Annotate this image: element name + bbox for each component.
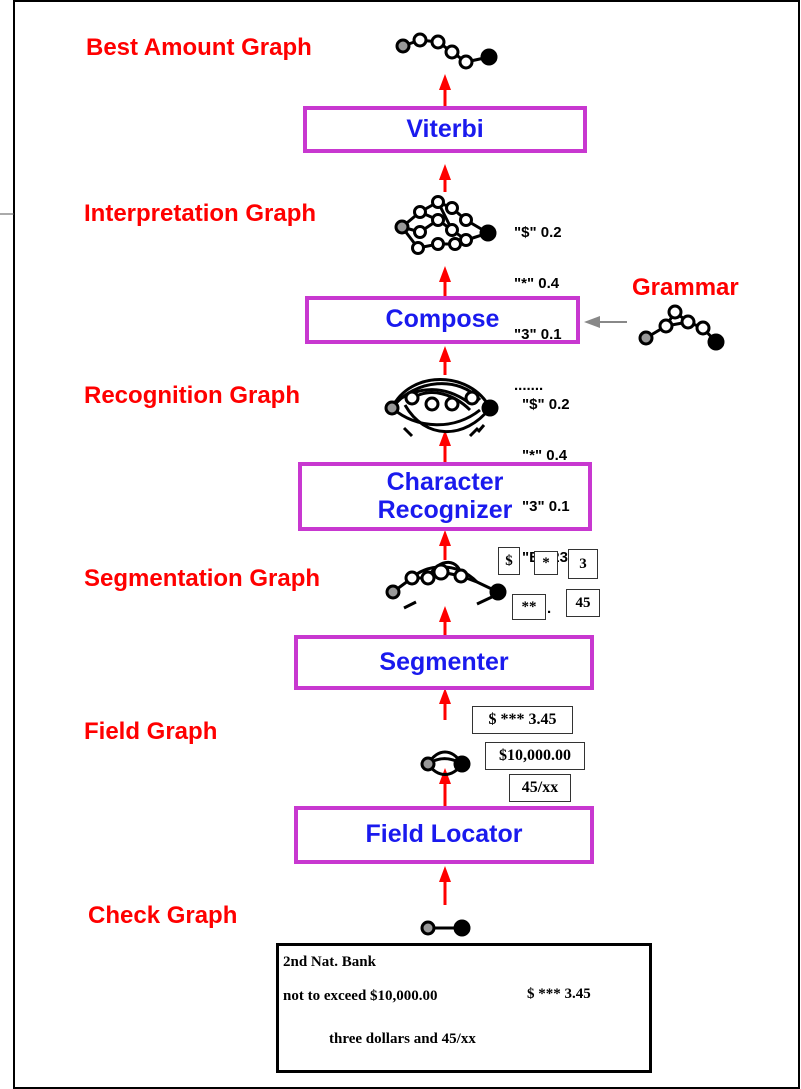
viterbi-module-label: Viterbi xyxy=(406,114,484,143)
segment-image: 3 xyxy=(568,549,598,579)
field-locator-module-label: Field Locator xyxy=(365,820,523,849)
label-check-graph: Check Graph xyxy=(88,902,238,929)
viterbi-module: Viterbi xyxy=(303,106,587,153)
segmenter-module: Segmenter xyxy=(294,635,594,690)
check-graph-icon xyxy=(420,919,471,937)
recognition-score-item: "*" 0.4 xyxy=(522,447,568,464)
grammar-graph-icon xyxy=(638,304,725,351)
interpretation-score-item: "*" 0.4 xyxy=(514,275,560,292)
field-image: $10,000.00 xyxy=(485,742,585,770)
interpretation-graph-icon xyxy=(394,195,497,255)
label-interpretation-graph: Interpretation Graph xyxy=(84,200,317,227)
recognition-graph-icon xyxy=(384,378,499,438)
label-grammar: Grammar xyxy=(632,274,739,301)
check-amount: $ *** 3.45 xyxy=(527,986,591,1002)
check-written-amount: three dollars and 45/xx xyxy=(329,1031,476,1047)
interpretation-score-item: ....... xyxy=(514,377,544,394)
label-recognition-graph: Recognition Graph xyxy=(84,382,300,409)
field-graph-icon xyxy=(420,750,471,776)
label-best-amount-graph: Best Amount Graph xyxy=(86,34,312,61)
interpretation-score-item: "$" 0.2 xyxy=(514,224,562,241)
segment-image: 45 xyxy=(566,589,600,617)
compose-module: Compose xyxy=(305,296,580,344)
character-recognizer-label-line1: Character xyxy=(386,468,504,496)
segmenter-module-label: Segmenter xyxy=(379,647,509,676)
character-recognizer-module: Character Recognizer xyxy=(298,462,592,531)
label-field-graph: Field Graph xyxy=(84,718,218,745)
interpretation-scores: "$" 0.2 "*" 0.4 "3" 0.1 ....... xyxy=(514,190,562,411)
recognition-score-item: "$" 0.2 xyxy=(522,396,570,413)
field-image: 45/xx xyxy=(509,774,571,802)
check-bank-name: 2nd Nat. Bank xyxy=(283,954,376,970)
segment-image: ** xyxy=(512,594,546,620)
best-amount-graph-icon xyxy=(395,32,498,70)
check-limit-text: not to exceed $10,000.00 xyxy=(283,988,438,1004)
label-segmentation-graph: Segmentation Graph xyxy=(84,565,321,592)
interpretation-score-item: "3" 0.1 xyxy=(514,326,562,343)
segment-image: * xyxy=(534,551,558,575)
field-image: $ *** 3.45 xyxy=(472,706,573,734)
field-locator-module: Field Locator xyxy=(294,806,594,864)
segmentation-graph-icon xyxy=(385,560,507,610)
segment-image: $ xyxy=(498,547,520,575)
check-image: 2nd Nat. Bank not to exceed $10,000.00 $… xyxy=(276,943,652,1073)
recognition-score-item: "3" 0.1 xyxy=(522,498,570,515)
character-recognizer-label-line2: Recognizer xyxy=(377,495,513,524)
compose-module-label: Compose xyxy=(385,305,500,334)
grammar-arrow xyxy=(584,316,627,328)
